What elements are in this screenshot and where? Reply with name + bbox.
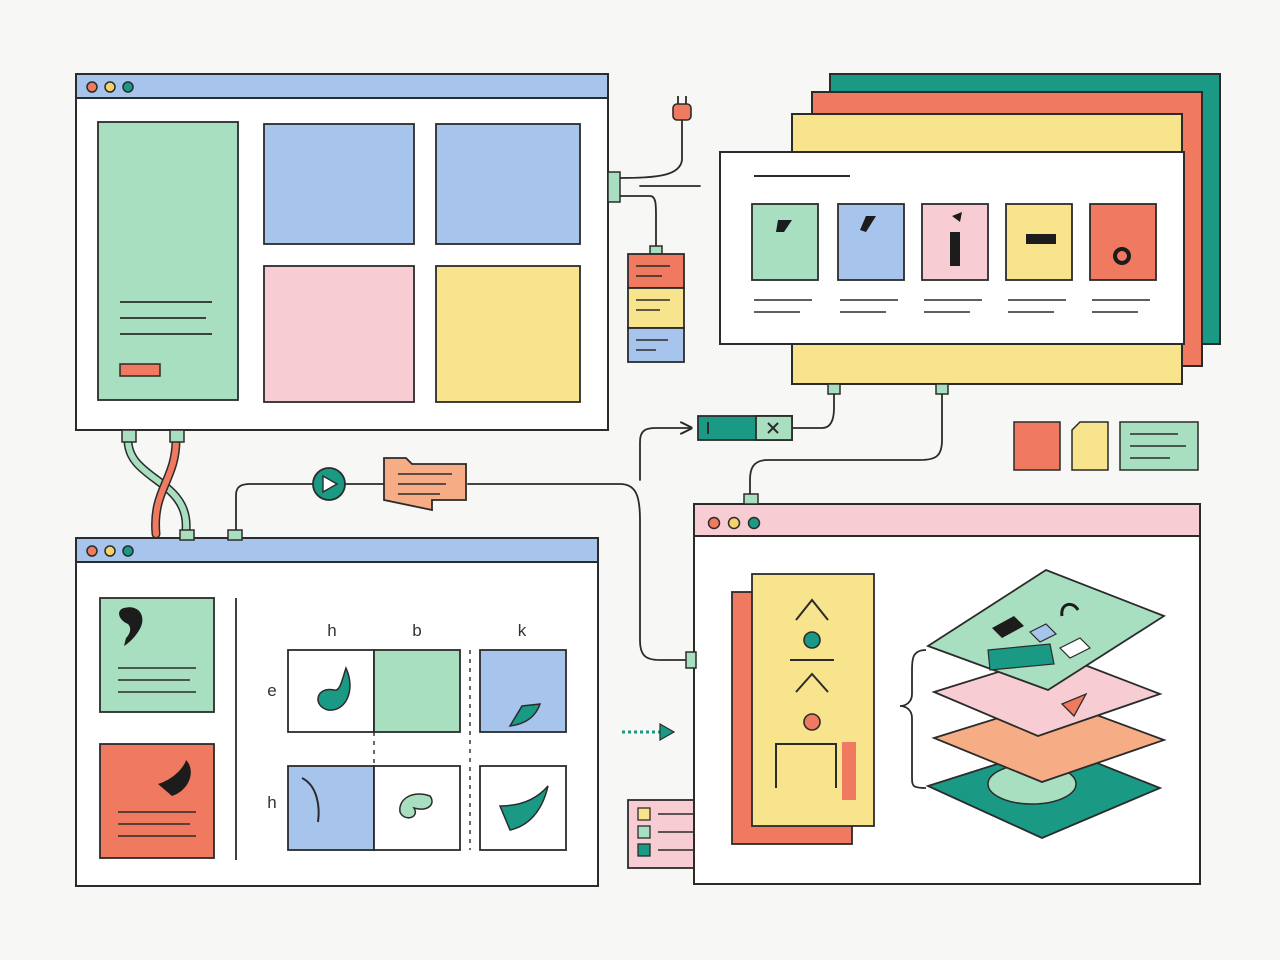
port-green [121, 429, 137, 443]
layer-green-tile-white [1058, 637, 1092, 659]
port-top [743, 493, 759, 505]
title-bar[interactable] [75, 73, 609, 99]
close-icon[interactable] [767, 422, 779, 434]
twisted-cables [123, 435, 191, 539]
glyph-green-swirl [399, 793, 433, 819]
port-left [685, 651, 697, 669]
grid-cell-4[interactable] [287, 765, 375, 851]
port-green-2 [169, 429, 185, 443]
glyph-teal-leaf [508, 703, 542, 727]
folder-icon[interactable] [383, 457, 467, 512]
column-label-2: b [412, 621, 421, 640]
usb-arrow [639, 428, 690, 481]
document-glyphs [775, 598, 837, 788]
tile-blue-1[interactable] [263, 123, 415, 245]
preview-coral-lines [118, 811, 196, 837]
glyph-arc [301, 777, 320, 823]
window-link-cable [749, 391, 943, 497]
close-dot[interactable] [707, 516, 721, 530]
close-dot[interactable] [86, 81, 98, 93]
row-label-1: e [267, 681, 276, 700]
window-layer-editor[interactable] [685, 493, 1201, 885]
tile-pink[interactable] [263, 265, 415, 403]
port-stack-right [935, 383, 949, 395]
document-dot-coral [803, 713, 821, 731]
preview-card-coral[interactable] [99, 743, 215, 859]
power-plug-icon [672, 96, 692, 121]
tile-blue-2[interactable] [435, 123, 581, 245]
port-top [179, 529, 195, 541]
play-cable [235, 483, 313, 531]
gallery-glyphs [776, 212, 1056, 266]
gallery-captions [754, 299, 1150, 313]
floating-swatches [1013, 421, 1199, 471]
layer-stack-icon[interactable] [925, 568, 1167, 839]
maximize-dot[interactable] [747, 516, 761, 530]
layer-green-hook [1060, 602, 1080, 617]
port-stack-left [827, 383, 841, 395]
row-label-2: h [267, 793, 276, 812]
gallery-tile-blue[interactable] [837, 203, 905, 281]
close-dot[interactable] [86, 545, 98, 557]
checklist-icon[interactable] [627, 799, 713, 869]
maximize-dot[interactable] [122, 81, 134, 93]
preview-card-green[interactable] [99, 597, 215, 713]
column-label-1: h [327, 621, 336, 640]
plug-cable [619, 119, 683, 179]
document-bar [842, 742, 856, 800]
maximize-dot[interactable] [122, 545, 134, 557]
layer-pink-mark [1060, 692, 1088, 718]
minimize-dot[interactable] [727, 516, 741, 530]
glyph-teal-wave [498, 785, 549, 831]
connectors [235, 119, 943, 661]
minimize-dot[interactable] [104, 81, 116, 93]
port-top-2 [227, 529, 243, 541]
glyph-teal-swirl [317, 665, 351, 711]
sidebar-button[interactable] [119, 363, 161, 377]
sidebar-text-lines [120, 301, 212, 335]
port-right [607, 171, 621, 203]
battery-cable [619, 195, 657, 251]
document-dot-teal [803, 631, 821, 649]
window-dashboard[interactable] [75, 73, 621, 443]
gallery-ring-glyph [1113, 247, 1131, 265]
bracket [899, 649, 927, 789]
window-asset-grid[interactable]: h b k e h [75, 529, 599, 887]
sidebar-card[interactable] [97, 121, 239, 401]
arrow-right-icon [622, 722, 676, 742]
battery-stack [627, 245, 685, 363]
layer-green-bar [987, 643, 1055, 671]
title-bar[interactable] [693, 503, 1201, 537]
swoosh-glyph [158, 760, 191, 796]
preview-green-lines [118, 667, 196, 693]
layer-green-block [992, 616, 1024, 638]
title-bar[interactable] [75, 537, 599, 563]
grid-guides [373, 650, 471, 850]
tile-yellow[interactable] [435, 265, 581, 403]
grid-cell-2[interactable] [373, 649, 461, 733]
minimize-dot[interactable] [104, 545, 116, 557]
window-stack-gallery[interactable] [719, 73, 1221, 395]
usb-cable [791, 391, 835, 429]
folder-to-bottom-right-cable [467, 483, 687, 661]
usb-drive-icon[interactable] [697, 415, 793, 441]
quote-glyph [119, 607, 143, 646]
gallery-tile-coral[interactable] [1089, 203, 1157, 281]
play-icon[interactable] [312, 467, 346, 501]
column-label-3: k [518, 621, 527, 640]
layer-green-tile-blue [1028, 623, 1058, 643]
gallery-tile-green[interactable] [751, 203, 819, 281]
